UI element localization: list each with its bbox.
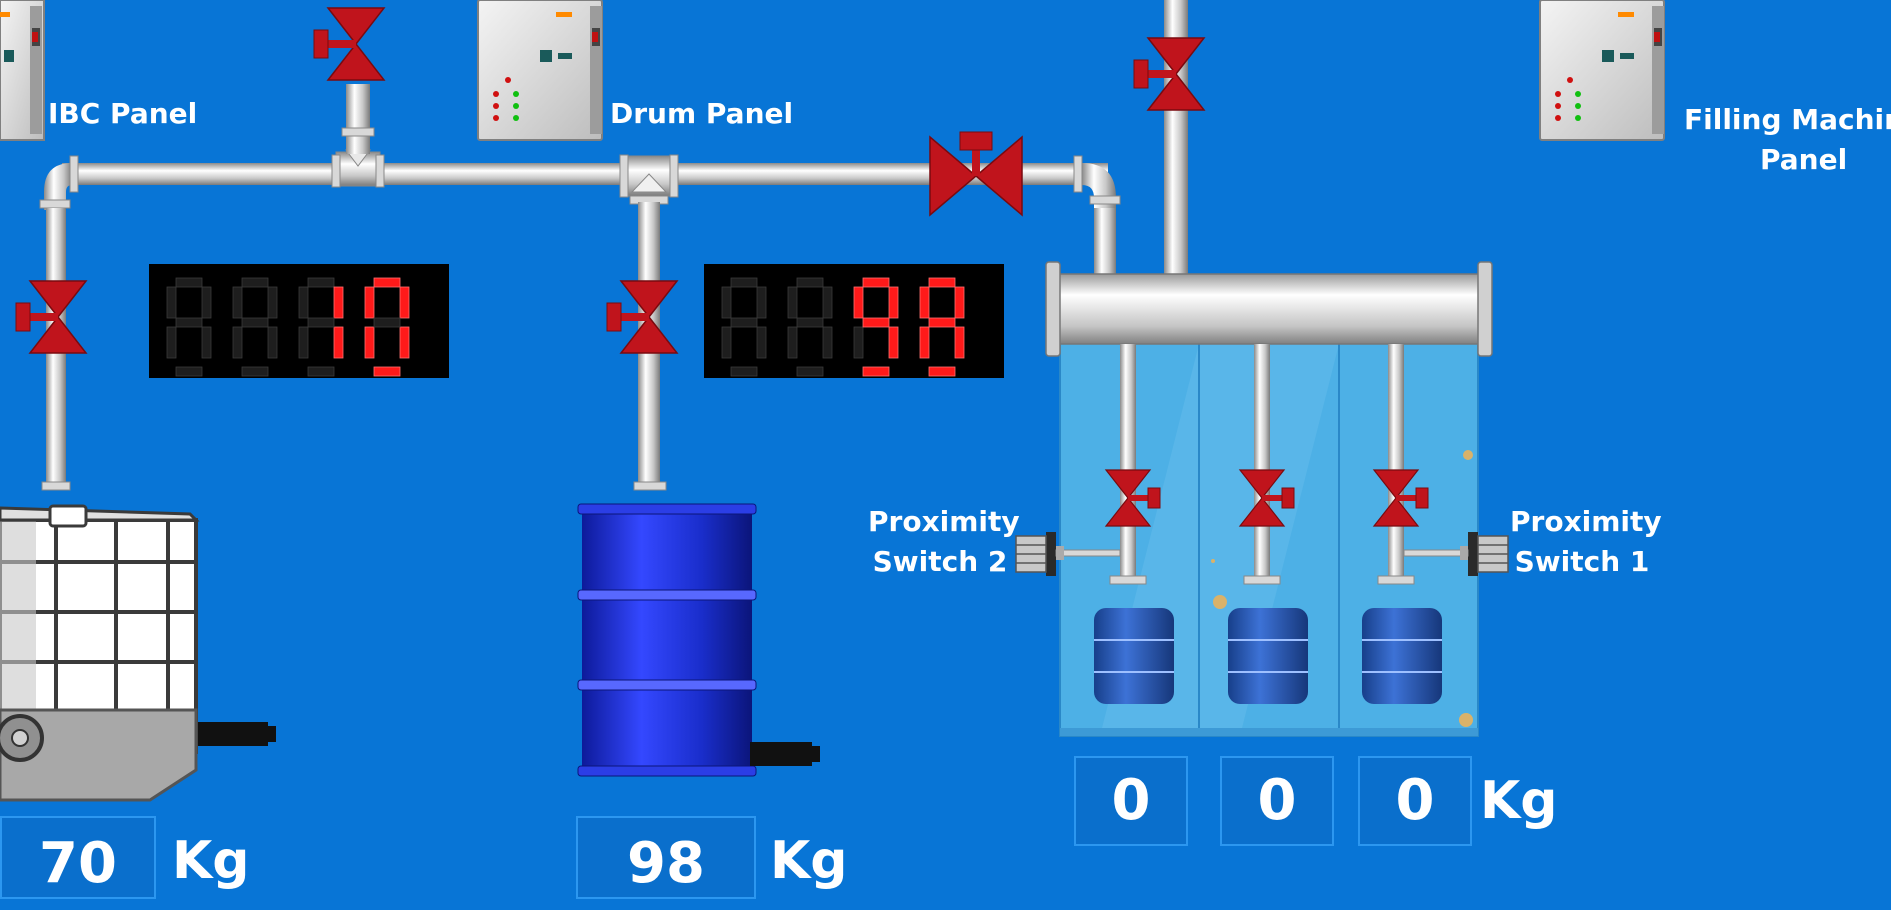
ibc-display-digit-2-segment-g bbox=[241, 317, 269, 328]
proximity-switch-1-label-line2: Switch 1 bbox=[1514, 545, 1650, 578]
ibc-feed-valve[interactable] bbox=[15, 280, 87, 354]
filling-drum-1 bbox=[1094, 608, 1174, 704]
ibc-display-digit-4-segment-g bbox=[373, 317, 401, 328]
filling-label-line2: Panel bbox=[1760, 143, 1848, 176]
drum-display-digit-2-segment-e bbox=[787, 326, 798, 359]
ibc-display-digit-1-segment-g bbox=[175, 317, 203, 328]
ibc-tote bbox=[0, 504, 276, 802]
proximity-switch-2-label-line2: Switch 2 bbox=[872, 545, 1008, 578]
drum-display-digit-2-segment-g bbox=[796, 317, 824, 328]
ibc-display-digit-1-segment-a bbox=[175, 277, 203, 288]
ibc-display-digit-1-segment-b bbox=[201, 286, 212, 319]
drum-display-digit-2-segment-d bbox=[796, 366, 824, 377]
drum-weight-readout: 98 bbox=[576, 816, 756, 899]
header-isolation-valve[interactable] bbox=[929, 131, 1023, 217]
ibc-display-digit-2-segment-c bbox=[267, 326, 278, 359]
filling-label-line1: Filling Machine bbox=[1684, 103, 1891, 136]
proximity-switch-2-label-line1: Proximity bbox=[868, 505, 1020, 538]
filling-weight-3-readout: 0 bbox=[1358, 756, 1472, 846]
proximity-switch-1-sensor bbox=[1403, 531, 1509, 577]
drum-display-digit-3-segment-b bbox=[888, 286, 899, 319]
drum-display-digit-3-segment-g bbox=[862, 317, 890, 328]
drum-panel-label: Drum Panel bbox=[610, 97, 794, 130]
drum-display-digit-2-segment-a bbox=[796, 277, 824, 288]
drum-display-digit-4-segment-e bbox=[919, 326, 930, 359]
ibc-display-digit-2-segment-b bbox=[267, 286, 278, 319]
filling-machine-panel-label: Filling Machine bbox=[1684, 100, 1891, 140]
drum-display-digit-1-segment-a bbox=[730, 277, 758, 288]
drum-display-digit-1-segment-g bbox=[730, 317, 758, 328]
ibc-display-digit-2-segment-f bbox=[232, 286, 243, 319]
blue-drum bbox=[577, 503, 820, 777]
ibc-display-digit-1-segment-d bbox=[175, 366, 203, 377]
drum-display-digit-4-segment-f bbox=[919, 286, 930, 319]
drum-display-digit-3-segment-a bbox=[862, 277, 890, 288]
drum-feed-valve[interactable] bbox=[606, 280, 678, 354]
drum-display-digit-4-segment-c bbox=[954, 326, 965, 359]
drum-display-digit-1-segment-d bbox=[730, 366, 758, 377]
ibc-display-digit-2-segment-e bbox=[232, 326, 243, 359]
ibc-display-digit-4-segment-a bbox=[373, 277, 401, 288]
drum-display-digit-3-segment-c bbox=[888, 326, 899, 359]
drum-display-digit-2-segment-b bbox=[822, 286, 833, 319]
ibc-control-panel[interactable] bbox=[0, 0, 45, 141]
machine-top-feed-valve[interactable] bbox=[1133, 37, 1205, 111]
drum-display-digit-4-segment-d bbox=[928, 366, 956, 377]
drum-display-digit-1-segment-b bbox=[756, 286, 767, 319]
drum-display-digit-1-segment-c bbox=[756, 326, 767, 359]
filling-manifold bbox=[1045, 261, 1493, 357]
main-header-pipe bbox=[39, 149, 1121, 210]
drum-display-digit-4-segment-g bbox=[928, 317, 956, 328]
ibc-display-digit-4-segment-b bbox=[399, 286, 410, 319]
drum-control-panel[interactable] bbox=[477, 0, 603, 141]
filling-weight-2-readout: 0 bbox=[1220, 756, 1334, 846]
drum-display-digit-4-segment-b bbox=[954, 286, 965, 319]
ibc-display-digit-4-segment-c bbox=[399, 326, 410, 359]
drum-display-digit-1-segment-e bbox=[721, 326, 732, 359]
proximity-switch-1-label-line1: Proximity bbox=[1510, 505, 1662, 538]
drum-display-digit-2-segment-f bbox=[787, 286, 798, 319]
filling-drum-2 bbox=[1228, 608, 1308, 704]
filling-drum-3 bbox=[1362, 608, 1442, 704]
ibc-display-digit-4-segment-d bbox=[373, 366, 401, 377]
ibc-display-digit-2-segment-a bbox=[241, 277, 269, 288]
drum-display-digit-3-segment-d bbox=[862, 366, 890, 377]
ibc-panel-label: IBC Panel bbox=[48, 97, 198, 130]
drum-display-digit-1-segment-f bbox=[721, 286, 732, 319]
ibc-display-digit-3-segment-d bbox=[307, 366, 335, 377]
ibc-display-digit-3-segment-b bbox=[333, 286, 344, 319]
filling-weight-1-readout: 0 bbox=[1074, 756, 1188, 846]
ibc-display-digit-1-segment-f bbox=[166, 286, 177, 319]
drum-display-digit-3-segment-e bbox=[853, 326, 864, 359]
ibc-weight-readout: 70 bbox=[0, 816, 156, 899]
top-inlet-valve[interactable] bbox=[313, 7, 385, 81]
filling-weight-unit: Kg bbox=[1480, 771, 1558, 831]
drum-display-digit-4-segment-a bbox=[928, 277, 956, 288]
ibc-display-digit-3-segment-g bbox=[307, 317, 335, 328]
ibc-weight-unit: Kg bbox=[172, 831, 250, 891]
ibc-display-digit-4-segment-e bbox=[364, 326, 375, 359]
ibc-display-digit-3-segment-f bbox=[298, 286, 309, 319]
ibc-display-digit-4-segment-f bbox=[364, 286, 375, 319]
ibc-display-digit-1-segment-e bbox=[166, 326, 177, 359]
proximity-switch-2-sensor bbox=[1015, 531, 1121, 577]
filling-machine-control-panel[interactable] bbox=[1539, 0, 1665, 141]
drum-display-digit-2-segment-c bbox=[822, 326, 833, 359]
ibc-display-digit-3-segment-c bbox=[333, 326, 344, 359]
drum-weight-unit: Kg bbox=[770, 831, 848, 891]
drum-display-digit-3-segment-f bbox=[853, 286, 864, 319]
ibc-display-digit-3-segment-e bbox=[298, 326, 309, 359]
ibc-display-digit-3-segment-a bbox=[307, 277, 335, 288]
top-inlet-pipe bbox=[346, 84, 370, 154]
ibc-display-digit-2-segment-d bbox=[241, 366, 269, 377]
ibc-display-digit-1-segment-c bbox=[201, 326, 212, 359]
